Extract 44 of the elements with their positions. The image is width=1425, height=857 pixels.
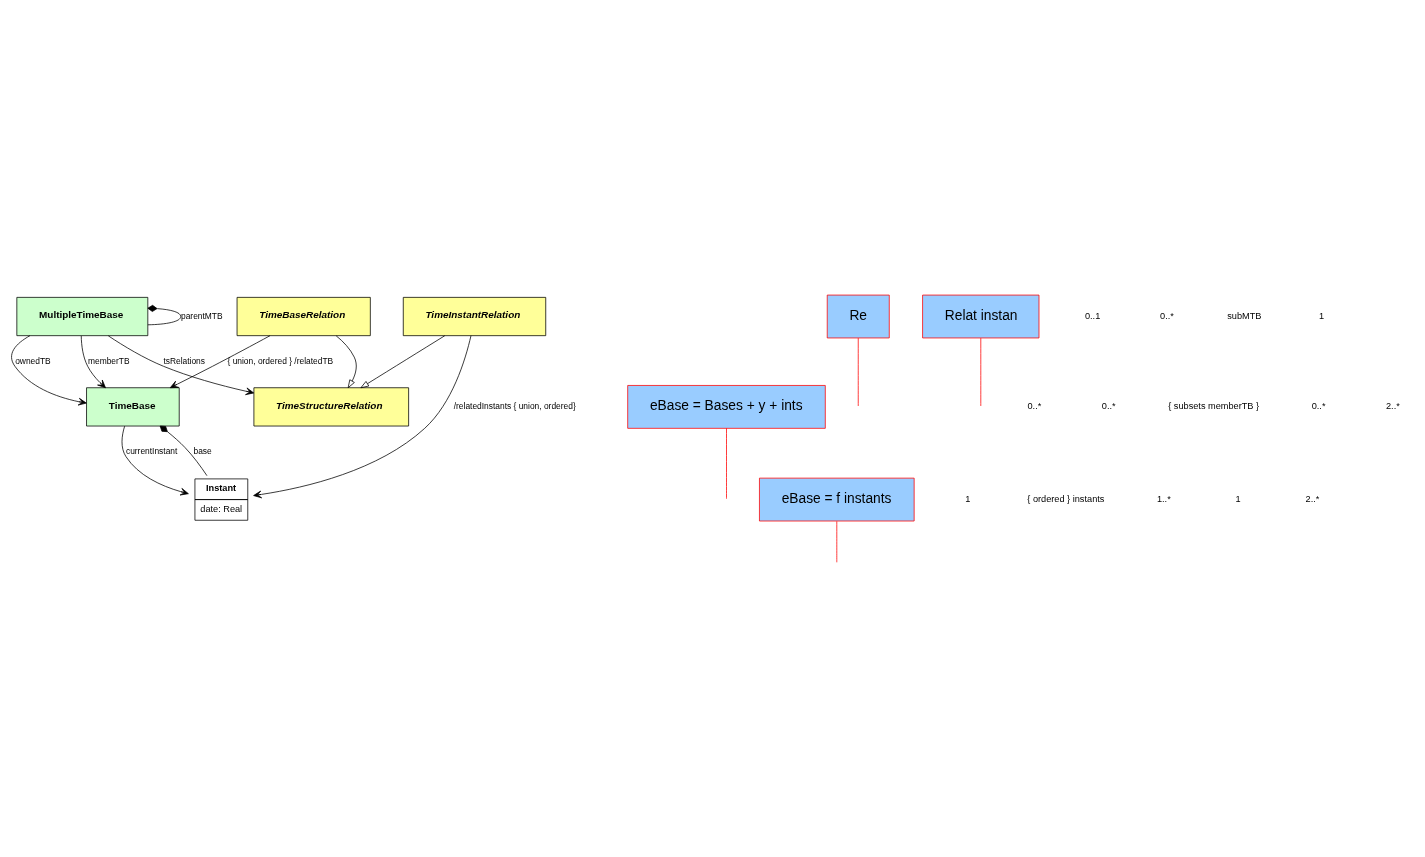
- arrow: [360, 334, 446, 388]
- edge-label: { union, ordered } /relatedTB: [227, 355, 334, 366]
- label: { subsets memberTB }: [1168, 400, 1260, 411]
- label: 1: [1235, 493, 1241, 504]
- connector: [159, 425, 208, 476]
- node-box: MultipleTimeBase: [16, 296, 149, 336]
- connector: [147, 304, 182, 325]
- arrow: [11, 334, 87, 405]
- node-box: eBase = f instants: [759, 477, 915, 521]
- edge-label: currentInstant: [125, 445, 178, 456]
- label: 1: [965, 493, 971, 504]
- edge-label: memberTB: [87, 355, 130, 366]
- edge-label: base: [193, 445, 212, 456]
- label: 0..*: [1160, 310, 1174, 321]
- node-box: TimeBaseRelation: [236, 296, 371, 336]
- arrow: [121, 425, 189, 495]
- label: 1: [1319, 310, 1325, 321]
- arrow: [80, 335, 106, 388]
- node-box: TimeInstantRelation: [402, 296, 547, 336]
- node-box: Re: [826, 294, 890, 338]
- connector: [857, 337, 859, 406]
- edge-label: ownedTB: [15, 355, 51, 366]
- edge-label: parentMTB: [181, 310, 223, 321]
- edge-label: /relatedInstants { union, ordered}: [453, 400, 576, 411]
- node-box: Relat instan: [922, 294, 1040, 338]
- label: 2..*: [1305, 493, 1320, 504]
- arrow: [169, 334, 271, 388]
- arrow: [335, 334, 357, 388]
- label: 1..*: [1156, 493, 1171, 504]
- label: 0..*: [1311, 400, 1326, 411]
- label: 0..1: [1084, 310, 1101, 321]
- edge-label: tsRelations: [163, 355, 205, 366]
- arrow: [253, 334, 472, 498]
- label: { ordered } instants: [1027, 493, 1105, 504]
- label: 0..*: [1101, 400, 1116, 411]
- connector: [980, 337, 982, 406]
- label: 0..*: [1027, 400, 1042, 411]
- node-box: TimeBase: [86, 386, 180, 426]
- connector: [726, 427, 727, 499]
- label: subMTB: [1227, 310, 1262, 321]
- node-box: eBase = Bases + y + ints: [627, 384, 826, 429]
- arrow: [107, 334, 255, 395]
- label: 2..*: [1385, 400, 1400, 411]
- node-box: TimeStructureRelation: [253, 386, 409, 426]
